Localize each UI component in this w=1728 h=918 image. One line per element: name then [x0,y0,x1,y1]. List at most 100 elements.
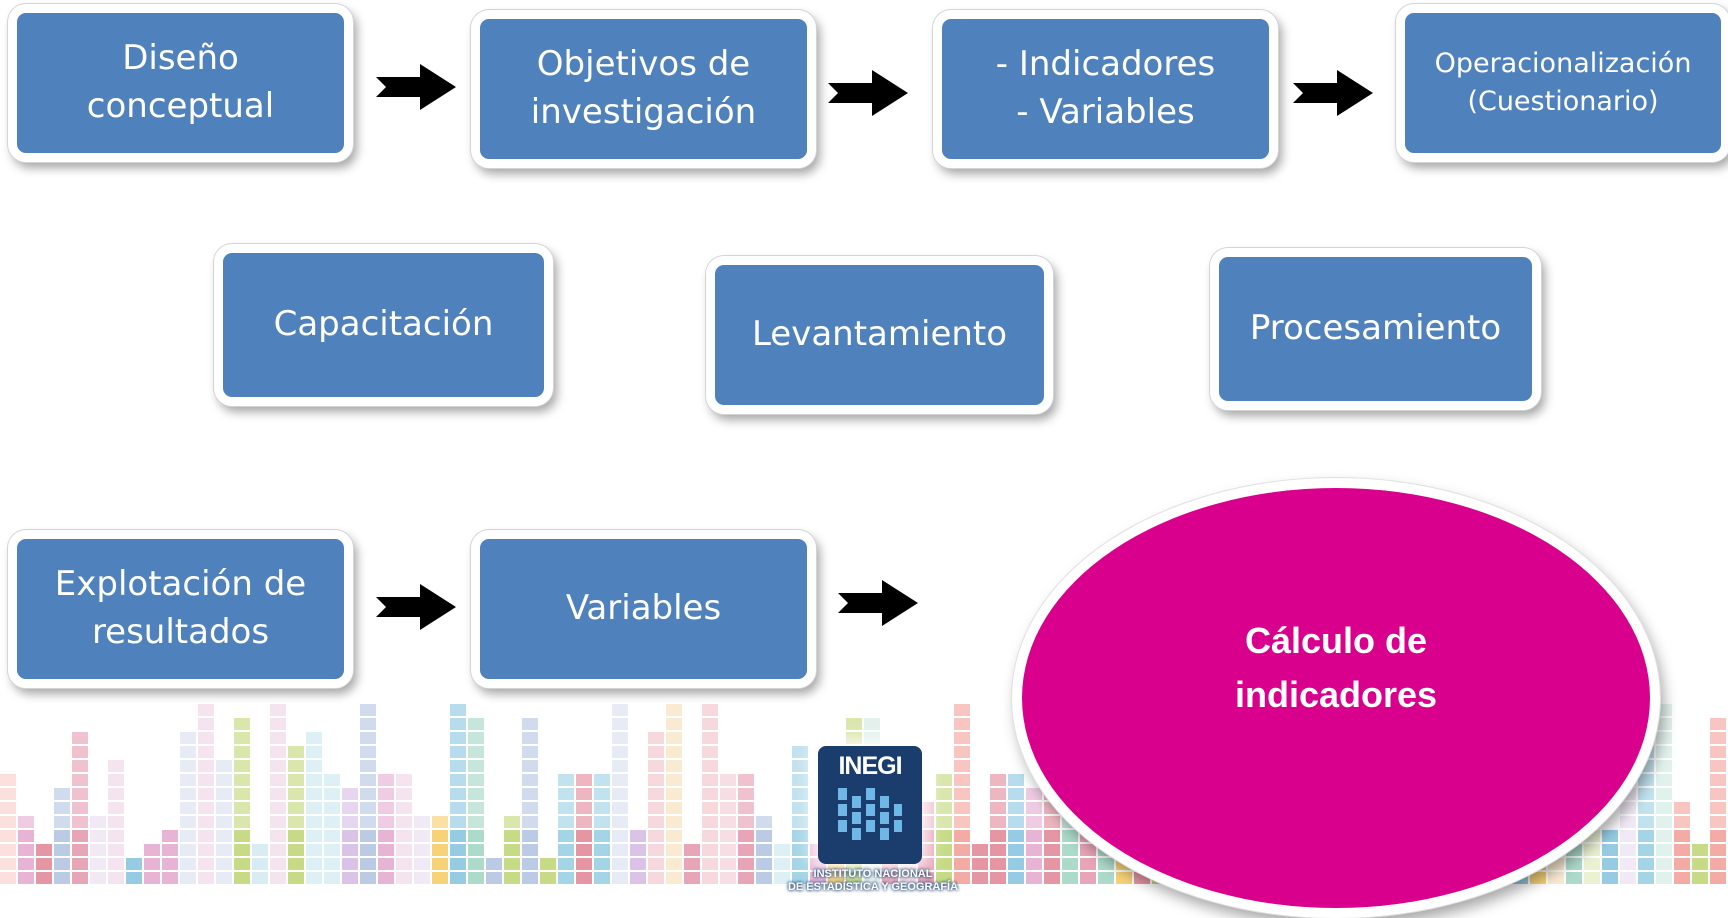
decorative-bar-cell [1710,760,1726,772]
decorative-bar-cell [1674,858,1690,870]
decorative-bar-cell [234,746,250,758]
decorative-bar-cell [0,774,16,786]
decorative-bar-cell [612,760,628,772]
decorative-bar-cell [1044,816,1060,828]
decorative-bar-cell [756,858,772,870]
decorative-bar-cell [216,788,232,800]
decorative-bar-cell [1710,858,1726,870]
decorative-bar-cell [306,774,322,786]
decorative-bar-cell [216,830,232,842]
decorative-bar-cell [306,830,322,842]
decorative-bar-cell [90,844,106,856]
decorative-bar-cell [1656,774,1672,786]
decorative-bar-cell [1062,872,1078,884]
decorative-bar-cell [702,872,718,884]
decorative-bar-cell [612,746,628,758]
decorative-bar-cell [522,844,538,856]
decorative-bar-cell [342,830,358,842]
decorative-bar-cell [792,774,808,786]
decorative-bar-cell [1638,788,1654,800]
decorative-bar-cell [702,774,718,786]
result-calculo-indicadores: Cálculo de indicadores [1012,478,1660,918]
decorative-bar-cell [1026,844,1042,856]
decorative-bar-cell [306,760,322,772]
decorative-bar-cell [738,858,754,870]
decorative-bar-cell [450,858,466,870]
decorative-bar-cell [774,844,790,856]
decorative-bar-cell [738,830,754,842]
decorative-bar-cell [1710,774,1726,786]
decorative-bar-cell [360,760,376,772]
decorative-bar-cell [900,872,916,884]
decorative-bar-cell [684,858,700,870]
decorative-bar-cell [468,816,484,828]
decorative-bar-cell [1566,872,1582,884]
decorative-bar-cell [360,746,376,758]
decorative-bar-cell [288,858,304,870]
decorative-bar-cell [234,872,250,884]
decorative-bar-cell [990,788,1006,800]
decorative-bar-cell [198,704,214,716]
decorative-bar-cell [666,802,682,814]
decorative-bar-cell [108,858,124,870]
decorative-bar-cell [648,760,664,772]
decorative-bar-cell [288,844,304,856]
decorative-bar-cell [468,858,484,870]
decorative-bar-cell [270,788,286,800]
decorative-bar-cell [72,746,88,758]
decorative-bar-cell [882,872,898,884]
decorative-bar-cell [936,816,952,828]
decorative-bar-cell [324,858,340,870]
decorative-bar-cell [594,788,610,800]
decorative-bar-cell [792,816,808,828]
decorative-bar-cell [612,732,628,744]
decorative-bar-cell [450,844,466,856]
decorative-bar-cell [180,830,196,842]
decorative-bar-cell [954,704,970,716]
step-variables: Variables [471,530,816,688]
decorative-bar-cell [198,788,214,800]
logo-acronym: INEGI [838,752,902,780]
decorative-bar-cell [1710,732,1726,744]
decorative-bar-cell [414,816,430,828]
step-diseno-conceptual: Diseño conceptual [8,4,353,162]
decorative-bar-cell [666,844,682,856]
decorative-bar-cell [792,844,808,856]
decorative-bar-cell [270,704,286,716]
decorative-bar-cell [414,858,430,870]
decorative-bar-cell [612,718,628,730]
decorative-bar-cell [1062,830,1078,842]
decorative-bar-cell [468,802,484,814]
decorative-bar-cell [432,844,448,856]
decorative-bar-cell [396,816,412,828]
decorative-bar-cell [1710,872,1726,884]
decorative-bar-cell [648,802,664,814]
decorative-bar-cell [612,844,628,856]
decorative-bar-cell [1062,844,1078,856]
decorative-bar-cell [648,858,664,870]
decorative-bar-cell [162,872,178,884]
decorative-bar-cell [756,830,772,842]
decorative-bar-cell [972,858,988,870]
decorative-bar-cell [450,704,466,716]
decorative-bar-cell [576,788,592,800]
decorative-bar-cell [270,858,286,870]
decorative-bar-cell [324,830,340,842]
decorative-bar-cell [36,858,52,870]
decorative-bar-cell [666,760,682,772]
decorative-bar-cell [918,844,934,856]
decorative-bar-cell [1026,802,1042,814]
decorative-bar-cell [1620,872,1636,884]
decorative-bar-cell [72,802,88,814]
decorative-bar-cell [396,788,412,800]
decorative-bar-cell [522,816,538,828]
decorative-bar-cell [486,858,502,870]
decorative-bar-cell [1008,872,1024,884]
decorative-bar-cell [1008,774,1024,786]
decorative-bar-cell [666,816,682,828]
decorative-bar-cell [1692,872,1708,884]
decorative-bar-cell [468,872,484,884]
decorative-bar-cell [468,774,484,786]
decorative-bar-cell [936,802,952,814]
decorative-bar-cell [702,760,718,772]
